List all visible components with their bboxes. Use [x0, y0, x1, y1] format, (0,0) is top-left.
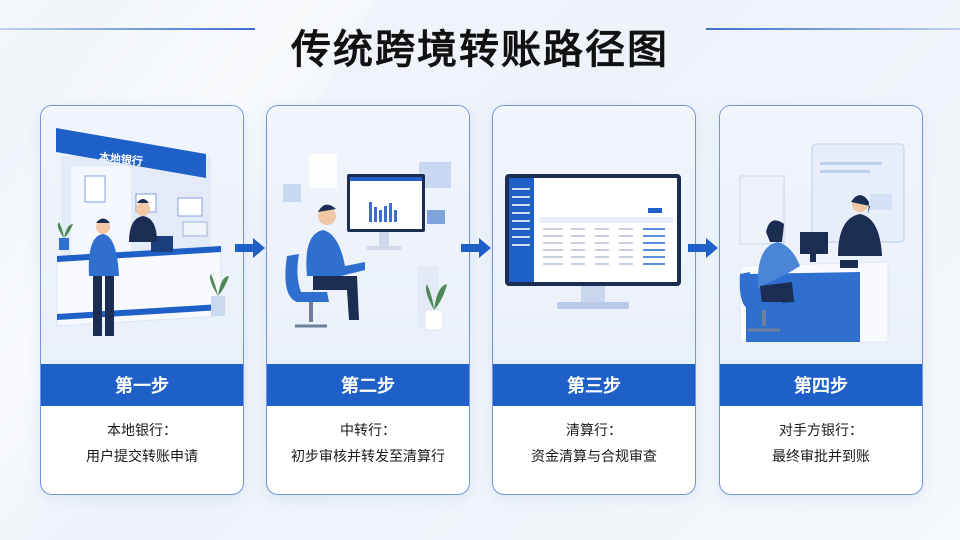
- step-action: 资金清算与合规审查: [531, 449, 657, 465]
- step-card-3: 第三步 清算行： 资金清算与合规审查: [492, 105, 696, 495]
- step-description: 本地银行： 用户提交转账申请: [41, 406, 243, 494]
- step-label: 第一步: [41, 364, 243, 406]
- step-label: 第四步: [720, 364, 922, 406]
- step-card-1: 本地银行 第一步 本地银行： 用户提: [40, 105, 244, 495]
- step-entity: 清算行：: [566, 423, 622, 439]
- clearing-system-monitor-illustration: [493, 106, 695, 364]
- step-entity: 本地银行：: [107, 423, 177, 439]
- title-divider-left: [0, 28, 255, 30]
- step-card-4: 第四步 对手方银行： 最终审批并到账: [719, 105, 923, 495]
- step-label: 第二步: [267, 364, 469, 406]
- step-entity: 对手方银行：: [779, 423, 863, 439]
- step-action: 最终审批并到账: [772, 449, 870, 465]
- counterparty-bank-meeting-illustration: [720, 106, 922, 364]
- step-description: 对手方银行： 最终审批并到账: [720, 406, 922, 494]
- arrow-right-icon: [459, 236, 493, 260]
- step-action: 用户提交转账申请: [86, 449, 198, 465]
- arrow-right-icon: [233, 236, 267, 260]
- intermediary-desk-illustration: [267, 106, 469, 364]
- header: 传统跨境转账路径图: [0, 18, 960, 74]
- step-label: 第三步: [493, 364, 695, 406]
- bank-sign-text: 本地银行: [98, 150, 143, 169]
- step-entity: 中转行：: [340, 423, 396, 439]
- step-action: 初步审核并转发至清算行: [291, 449, 445, 465]
- page-title: 传统跨境转账路径图: [291, 27, 669, 73]
- bank-counter-illustration: 本地银行: [41, 106, 243, 364]
- step-description: 中转行： 初步审核并转发至清算行: [267, 406, 469, 494]
- step-card-2: 第二步 中转行： 初步审核并转发至清算行: [266, 105, 470, 495]
- arrow-right-icon: [686, 236, 720, 260]
- title-divider-right: [706, 28, 960, 30]
- step-description: 清算行： 资金清算与合规审查: [493, 406, 695, 494]
